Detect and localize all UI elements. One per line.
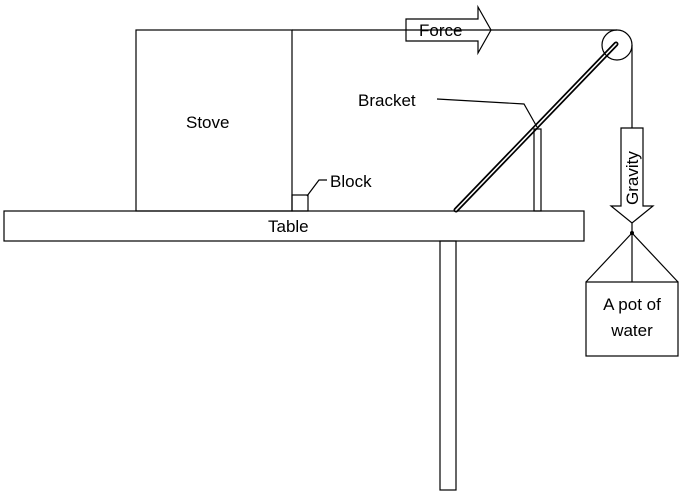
hanger-hook [630,231,634,235]
bracket-post [533,128,542,212]
hanger-line-right [631,232,679,283]
block-leader-line [306,179,327,197]
force-label: Force [419,21,462,40]
bracket-leader-line [436,98,538,128]
table-top [3,210,585,242]
gravity-arrow [609,127,655,224]
pot-label-line1: A pot of [603,295,661,314]
table-leg [439,240,457,491]
block-label: Block [330,172,372,191]
table-label: Table [268,217,309,236]
bracket-rod-inner [455,43,617,211]
hanger-line-left [585,232,633,283]
force-arrow [405,4,492,56]
block [291,194,309,212]
pot-box [585,281,679,357]
stove-label: Stove [186,113,229,132]
gravity-label: Gravity [623,151,642,205]
pot-label-line2: water [610,321,653,340]
bracket-label: Bracket [358,91,416,110]
